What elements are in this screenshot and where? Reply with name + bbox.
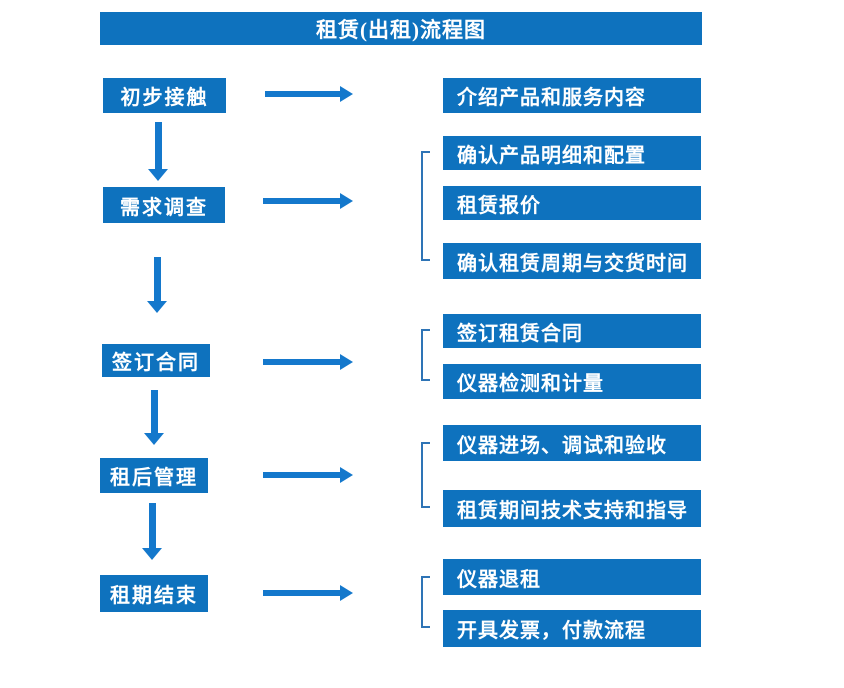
bracket-rental-end bbox=[421, 576, 430, 628]
down-arrow-2 bbox=[147, 257, 168, 313]
right-arrow-4 bbox=[263, 467, 353, 483]
detail-box-confirm-rental-period: 确认租赁周期与交货时间 bbox=[443, 243, 701, 279]
step-box-post-rental-management: 租后管理 bbox=[100, 458, 208, 493]
down-arrow-4 bbox=[142, 503, 163, 560]
detail-box-introduce-products: 介绍产品和服务内容 bbox=[443, 78, 701, 113]
detail-box-instrument-setup: 仪器进场、调试和验收 bbox=[443, 425, 701, 461]
detail-box-tech-support: 租赁期间技术支持和指导 bbox=[443, 490, 701, 527]
down-arrow-3 bbox=[144, 390, 165, 445]
flowchart-title: 租赁(出租)流程图 bbox=[100, 12, 702, 45]
right-arrow-3 bbox=[263, 354, 353, 370]
step-box-demand-survey: 需求调查 bbox=[103, 187, 225, 223]
detail-box-instrument-testing: 仪器检测和计量 bbox=[443, 364, 701, 399]
detail-box-invoice-payment: 开具发票，付款流程 bbox=[443, 610, 701, 647]
detail-box-confirm-product-details: 确认产品明细和配置 bbox=[443, 136, 701, 170]
right-arrow-2 bbox=[263, 193, 353, 209]
step-box-initial-contact: 初步接触 bbox=[103, 78, 226, 113]
detail-box-sign-rental-contract: 签订租赁合同 bbox=[443, 314, 701, 348]
step-box-rental-end: 租期结束 bbox=[100, 575, 208, 612]
down-arrow-1 bbox=[148, 122, 169, 181]
bracket-demand-survey bbox=[421, 151, 430, 261]
bracket-sign-contract bbox=[421, 329, 430, 381]
right-arrow-1 bbox=[265, 86, 353, 102]
detail-box-instrument-return: 仪器退租 bbox=[443, 559, 701, 595]
step-box-sign-contract: 签订合同 bbox=[102, 344, 210, 377]
detail-box-rental-quote: 租赁报价 bbox=[443, 186, 701, 220]
bracket-post-rental-management bbox=[421, 442, 430, 508]
right-arrow-5 bbox=[263, 585, 353, 601]
